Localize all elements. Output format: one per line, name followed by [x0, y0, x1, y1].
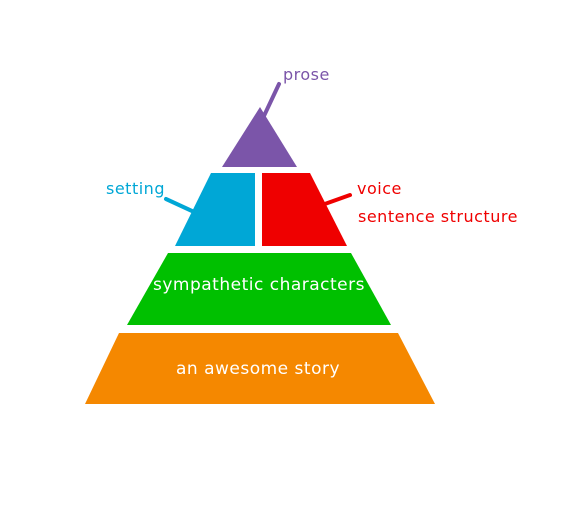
- callout-line-setting: [164, 197, 194, 213]
- callout-label-sentence-structure: sentence structure: [358, 207, 518, 226]
- tier-prose: [222, 107, 297, 167]
- callout-label-prose: prose: [283, 65, 330, 84]
- callout-line-voice: [320, 193, 352, 207]
- tier-characters-label: sympathetic characters: [153, 275, 365, 295]
- callout-label-voice: voice: [357, 179, 402, 198]
- tier-voice: [262, 173, 347, 246]
- callout-line-prose: [261, 82, 281, 120]
- tier-story: [85, 333, 435, 404]
- tier-story-label: an awesome story: [176, 359, 340, 379]
- tier-setting: [175, 173, 255, 246]
- tier-characters: [127, 253, 391, 325]
- callout-label-setting: setting: [106, 179, 165, 198]
